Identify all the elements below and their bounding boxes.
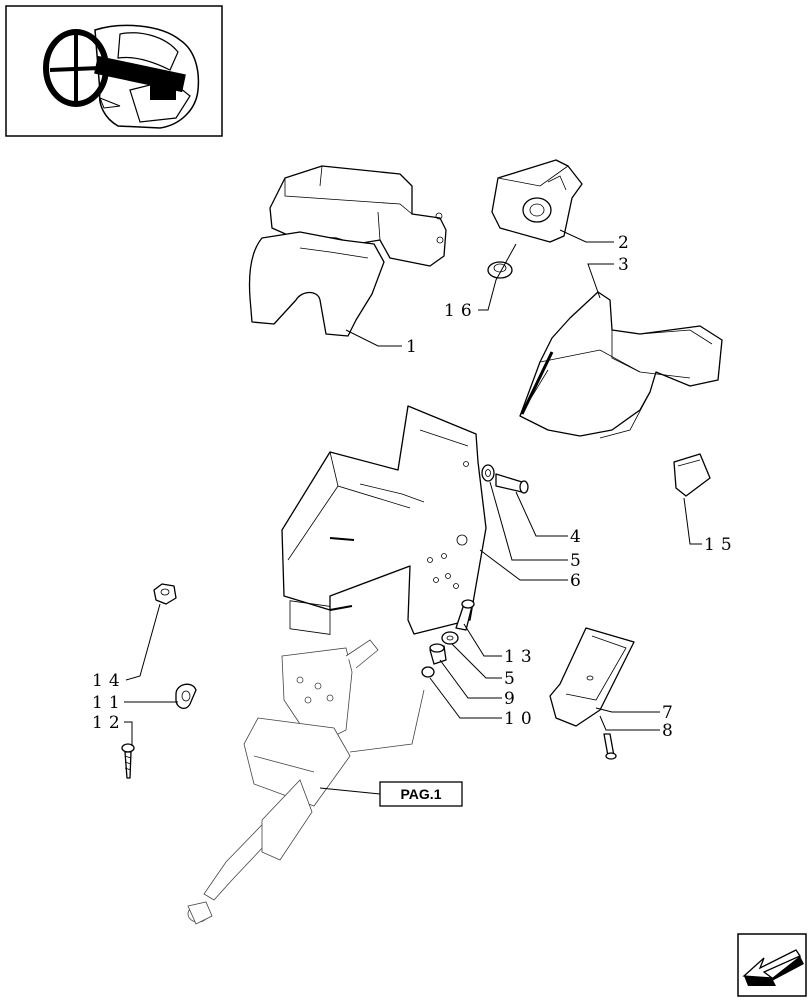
callout-5b: 5 [504,669,521,689]
part-10-nut [421,666,435,678]
part-14-nut [153,583,177,605]
callout-4: 4 [570,527,587,547]
part-15-plug [673,453,711,497]
part-5-washer [481,464,495,482]
part-11-clamp [175,683,197,710]
callout-16: 16 [444,301,478,321]
callout-5: 5 [570,551,587,571]
callout-3: 3 [618,255,635,275]
part-16-grommet [487,261,513,279]
leader-lines [124,229,702,795]
part-4-bolt [495,473,529,494]
page-reference-label: PAG.1 [401,786,442,802]
callout-9: 9 [504,689,521,709]
part-1-lower-shroud [248,165,447,337]
part-6-support-bracket [281,405,487,635]
part-9-spacer [429,643,447,665]
callout-7: 7 [662,703,679,723]
part-7-tray [549,627,635,727]
callout-8: 8 [662,721,679,741]
callout-15: 15 [704,535,738,555]
callout-14: 14 [92,671,126,691]
page-reference-box[interactable]: PAG.1 [379,781,463,807]
arrow-down-left-icon [742,949,804,986]
part-3-upper-shroud [519,291,723,439]
callout-6: 6 [570,571,587,591]
steering-column-reference [187,639,425,925]
part-8-screw [603,733,617,760]
callout-10: 10 [504,709,538,729]
part-13-bolt [455,599,475,631]
callout-13: 13 [504,647,538,667]
previous-page-arrow-button[interactable] [737,933,807,997]
part-12-screw [121,743,135,779]
part-2-upper-cover [491,159,583,243]
locator-thumbnail [5,5,223,137]
callout-labels: 1 2 3 4 5 6 7 8 9 10 11 12 13 14 15 16 5 [92,233,738,741]
callout-1: 1 [406,337,423,357]
callout-2: 2 [618,233,635,253]
callout-11: 11 [92,693,126,713]
callout-12: 12 [92,713,126,733]
part-5b-washer [441,631,459,645]
